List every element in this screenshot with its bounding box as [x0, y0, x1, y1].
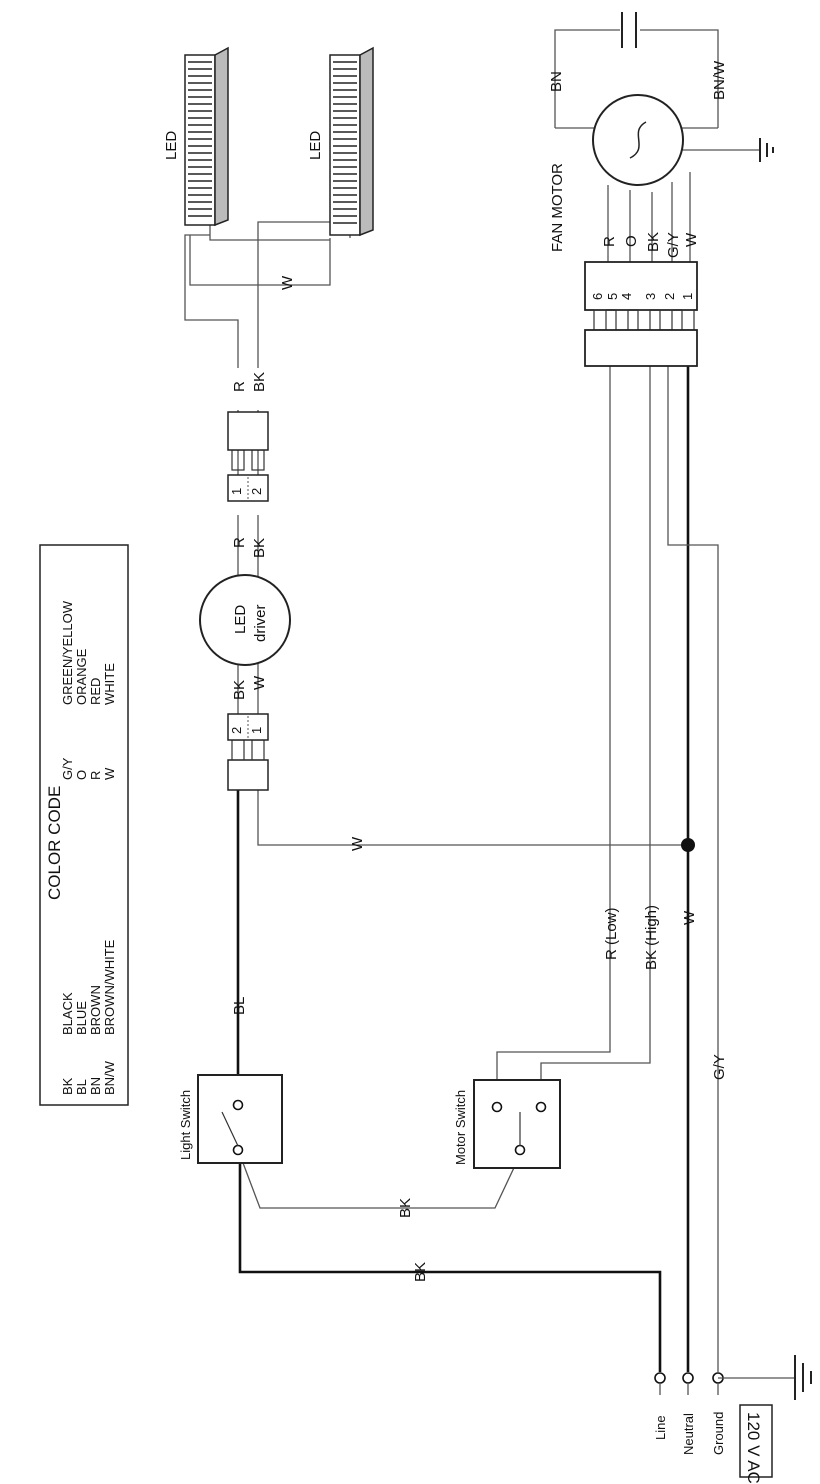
- label-bk-line: BK: [412, 1262, 429, 1282]
- conn-lower-pin-1: 1: [249, 727, 264, 734]
- label-w-neutral: W: [681, 910, 698, 925]
- label-motor-gy: G/Y: [665, 232, 682, 258]
- legend-name-brown-white: BROWN/WHITE: [102, 939, 117, 1035]
- label-motor-r: R: [601, 236, 618, 247]
- legend-codes-right: G/Y O R W: [60, 757, 117, 780]
- wire-led-r: [184, 234, 239, 368]
- label-gy-ground: G/Y: [711, 1054, 728, 1080]
- label-bnw: BN/W: [711, 60, 728, 100]
- led-label-right: LED: [307, 131, 324, 160]
- legend-name-green-yellow: GREEN/YELLOW: [60, 600, 75, 705]
- wire-switch-bridge-bk: [239, 1154, 521, 1209]
- legend-names-left: BLACK BLUE BROWN BROWN/WHITE: [60, 939, 117, 1035]
- voltage-title-text: 120 V AC: [744, 1412, 763, 1484]
- legend-code-o: O: [74, 770, 89, 780]
- led-driver: LED driver: [199, 574, 291, 666]
- led-driver-label-1: LED: [232, 605, 249, 634]
- connector-six-pin: 6 5 4 3 2 1: [584, 261, 698, 367]
- wire-bn: [554, 29, 620, 128]
- conn-upper-pin-2: 2: [249, 488, 264, 495]
- label-bl: BL: [231, 997, 248, 1015]
- color-code-heading: COLOR CODE: [45, 786, 64, 900]
- legend-code-w: W: [102, 767, 117, 780]
- terminals: Line Neutral Ground: [653, 1372, 795, 1455]
- motor-ground-icon: [759, 138, 774, 162]
- terminal-line-label: Line: [653, 1415, 668, 1440]
- label-w-junction: W: [349, 836, 366, 851]
- six-pin-1: 1: [680, 293, 695, 300]
- led-driver-label-2: driver: [252, 604, 269, 642]
- label-r-low: R (Low): [603, 907, 620, 960]
- label-w-driver-in: W: [251, 675, 268, 690]
- legend-code-bn: BN: [88, 1077, 103, 1095]
- connector-lower: 2 1: [227, 713, 269, 791]
- label-bk-high: BK (High): [643, 905, 660, 970]
- wire-gy: [667, 365, 719, 1372]
- wires: [184, 29, 760, 1372]
- legend-name-red: RED: [88, 678, 103, 705]
- label-w-led: W: [279, 275, 296, 290]
- voltage-title: 120 V AC: [739, 1404, 773, 1484]
- legend-code-bnw: BN/W: [102, 1060, 117, 1095]
- wire-led-bk: [257, 221, 351, 368]
- label-motor-o: O: [623, 235, 640, 247]
- legend-names-right: GREEN/YELLOW ORANGE RED WHITE: [60, 600, 117, 705]
- legend-code-r: R: [88, 771, 103, 780]
- conn-lower-pin-2: 2: [229, 727, 244, 734]
- wire-bnw: [640, 29, 719, 128]
- terminal-neutral-label: Neutral: [681, 1413, 696, 1455]
- legend-code-bl: BL: [74, 1079, 89, 1095]
- legend-name-blue: BLUE: [74, 1001, 89, 1035]
- motor-switch-label: Motor Switch: [453, 1090, 468, 1165]
- label-bk-driver-in: BK: [231, 680, 248, 700]
- led-bar-right: LED: [307, 46, 374, 237]
- label-r-led: R: [231, 381, 248, 392]
- wire-w-to-neutral: [257, 790, 688, 846]
- led-label-left: LED: [163, 131, 180, 160]
- wire-r-low: [496, 365, 611, 1085]
- wire-led-w2: [209, 225, 330, 241]
- terminal-ground-label: Ground: [711, 1412, 726, 1455]
- label-bk-driver-out: BK: [251, 538, 268, 558]
- label-bk-led: BK: [251, 372, 268, 392]
- light-switch[interactable]: Light Switch: [178, 1074, 283, 1164]
- legend-name-black: BLACK: [60, 992, 75, 1035]
- wire-labels: BK BK BL W R (Low) BK (High) W G/Y BK W …: [231, 60, 728, 1282]
- label-motor-w: W: [683, 232, 700, 247]
- wire-line-bk: [238, 1155, 662, 1372]
- light-switch-label: Light Switch: [178, 1090, 193, 1160]
- fan-motor: FAN MOTOR: [549, 94, 684, 252]
- conn-upper-pin-1: 1: [229, 488, 244, 495]
- label-motor-bk: BK: [645, 232, 662, 252]
- motor-switch[interactable]: Motor Switch: [453, 1079, 561, 1169]
- led-bar-left: LED: [163, 46, 229, 227]
- fan-motor-label: FAN MOTOR: [549, 163, 566, 252]
- legend-code-bk: BK: [60, 1077, 75, 1095]
- wire-bk-high: [540, 365, 651, 1085]
- mains-ground-icon: [794, 1355, 812, 1400]
- legend-code-gy: G/Y: [60, 757, 75, 780]
- six-pin-6: 6: [590, 293, 605, 300]
- legend-codes-left: BK BL BN BN/W: [60, 1060, 117, 1095]
- legend-name-white: WHITE: [102, 663, 117, 705]
- six-pin-3: 3: [643, 293, 658, 300]
- legend-name-brown: BROWN: [88, 985, 103, 1035]
- six-pin-5: 5: [605, 293, 620, 300]
- six-pin-2: 2: [662, 293, 677, 300]
- wire-led-w1: [189, 235, 331, 286]
- capacitor: [621, 12, 637, 48]
- label-bk-bridge: BK: [397, 1198, 414, 1218]
- legend-name-orange: ORANGE: [74, 648, 89, 705]
- label-r-driver-out: R: [231, 537, 248, 548]
- six-pin-4: 4: [619, 293, 634, 300]
- label-bn: BN: [548, 71, 565, 92]
- color-code-legend: COLOR CODE BK BL BN BN/W BLACK BLUE BROW…: [39, 544, 129, 1106]
- connector-upper: 1 2: [227, 411, 269, 502]
- neutral-junction-dot: [681, 838, 695, 852]
